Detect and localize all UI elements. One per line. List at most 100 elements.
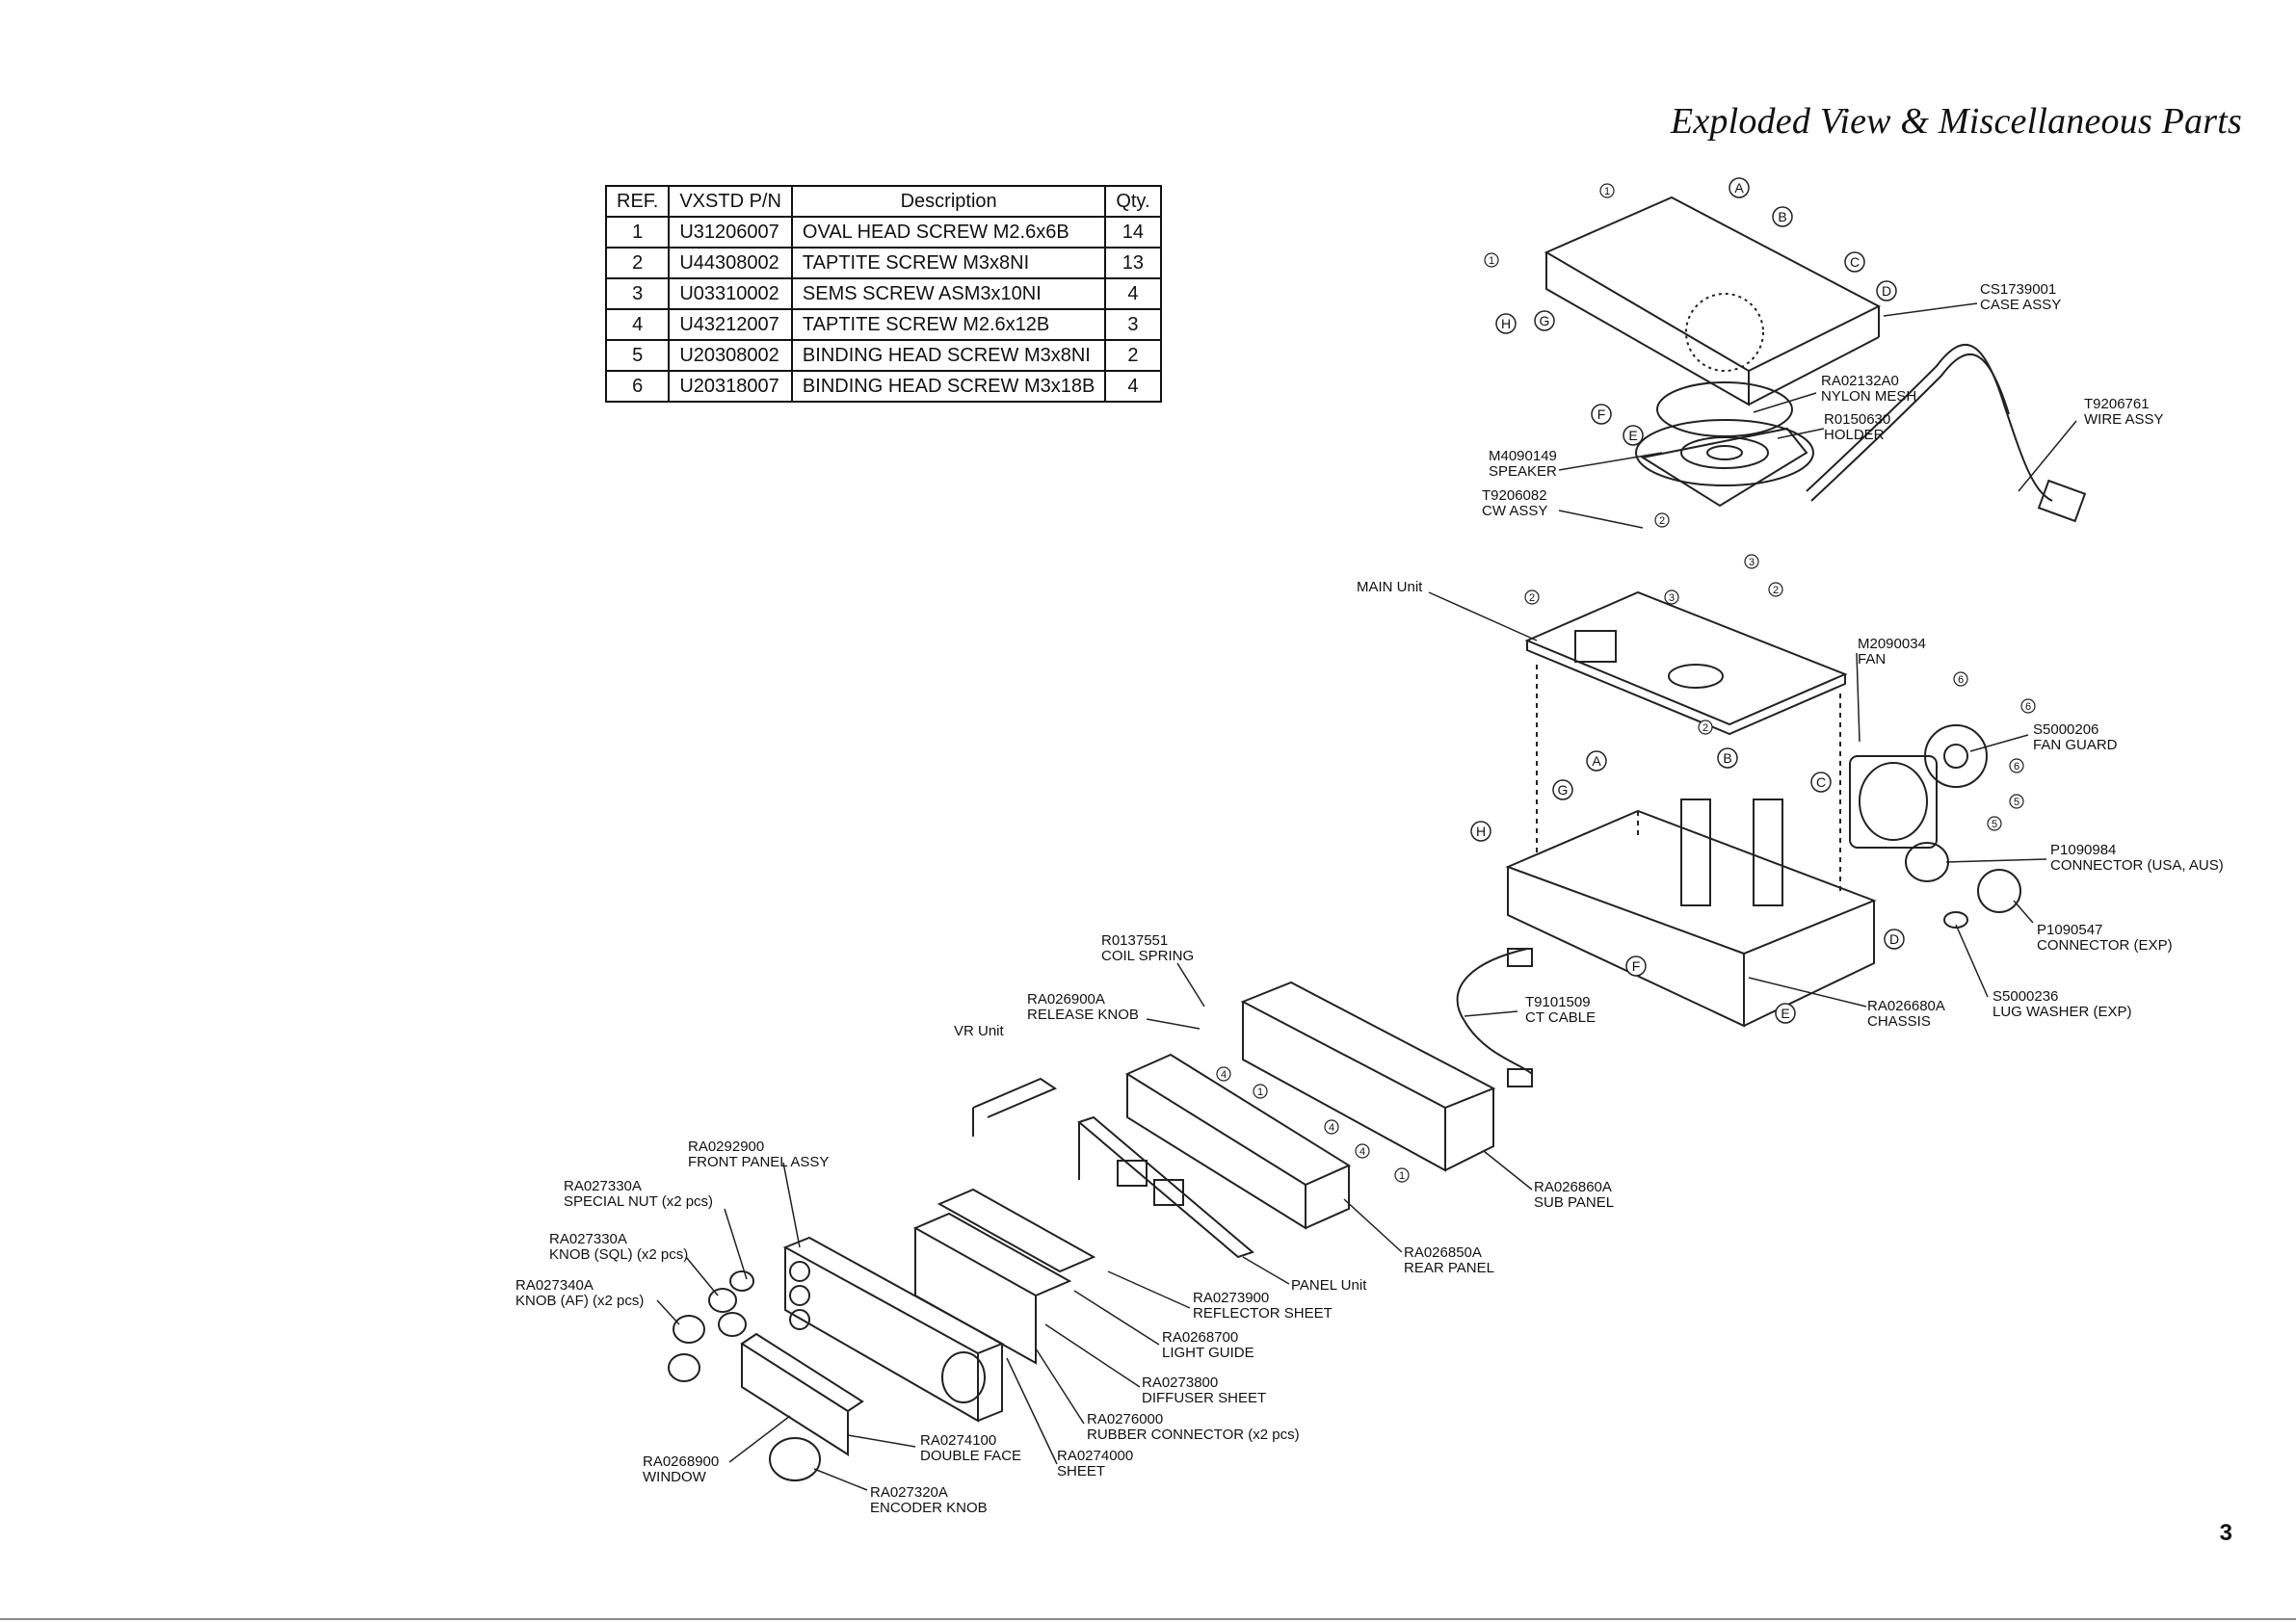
panel-unit-drawing — [1076, 1115, 1255, 1259]
marker-number-5: 5 5 — [1987, 794, 2024, 831]
svg-text:4: 4 — [1329, 1122, 1334, 1134]
svg-text:F: F — [1632, 958, 1641, 974]
svg-text:F: F — [1597, 406, 1606, 422]
marker-letter-B: B B — [1717, 206, 1793, 769]
svg-text:1: 1 — [1257, 1086, 1263, 1098]
svg-text:2: 2 — [1659, 515, 1665, 527]
marker-letter-G: G G — [1534, 310, 1573, 800]
svg-text:1: 1 — [1489, 255, 1494, 267]
front-panel-drawing — [782, 1236, 1005, 1423]
vr-unit-drawing — [972, 1077, 1058, 1137]
cell-pn: U43212007 — [668, 308, 793, 341]
cell-pn: U44308002 — [668, 247, 793, 279]
cell-pn: U20308002 — [668, 339, 793, 372]
cell-qty: 2 — [1104, 339, 1162, 372]
svg-text:6: 6 — [2014, 761, 2019, 772]
table-row: 4 U43212007 TAPTITE SCREW M2.6x12B 3 — [604, 308, 1162, 341]
table-row: 5 U20308002 BINDING HEAD SCREW M3x8NI 2 — [604, 339, 1162, 372]
bottom-rule — [0, 1618, 2296, 1620]
svg-text:3: 3 — [1749, 557, 1755, 568]
rear-panel-drawing — [1124, 1053, 1352, 1230]
svg-text:D: D — [1882, 283, 1891, 299]
window-drawing — [740, 1332, 864, 1456]
cell-ref: 5 — [604, 339, 671, 372]
svg-text:G: G — [1540, 313, 1550, 328]
case-assy-drawing — [1544, 196, 1882, 406]
svg-text:A: A — [1592, 753, 1601, 769]
svg-text:B: B — [1723, 750, 1731, 766]
svg-text:D: D — [1889, 931, 1899, 947]
table-row: 6 U20318007 BINDING HEAD SCREW M3x18B 4 — [604, 370, 1162, 403]
svg-text:5: 5 — [2014, 797, 2019, 808]
cell-ref: 6 — [604, 370, 671, 403]
parts-table: REF. VXSTD P/N Description Qty. 1 U31206… — [604, 185, 1162, 403]
svg-text:5: 5 — [1992, 819, 1997, 830]
svg-text:2: 2 — [1702, 722, 1708, 734]
sub-panel-drawing — [1240, 981, 1496, 1172]
callout-panel-unit: PANEL Unit — [1291, 1277, 1367, 1294]
ct-cable-drawing — [1456, 948, 1533, 1087]
svg-text:G: G — [1558, 782, 1569, 798]
page-title: Exploded View & Miscellaneous Parts — [1670, 101, 2242, 142]
marker-number-3: 3 3 — [1664, 554, 1759, 605]
svg-text:1: 1 — [1604, 186, 1610, 197]
marker-number-2: 2 2 2 2 — [1524, 512, 1783, 735]
svg-text:3: 3 — [1669, 592, 1675, 604]
cell-ref: 4 — [604, 308, 671, 341]
leader-lines — [656, 302, 2077, 1491]
svg-text:C: C — [1816, 774, 1826, 790]
svg-text:B: B — [1778, 209, 1786, 224]
marker-number-1: 1 1 1 1 — [1253, 183, 1615, 1183]
svg-text:6: 6 — [2025, 701, 2031, 713]
header-ref: REF. — [604, 185, 671, 218]
table-header-row: REF. VXSTD P/N Description Qty. — [604, 185, 1162, 218]
marker-number-6: 6 6 6 — [1953, 671, 2036, 773]
svg-text:4: 4 — [1221, 1069, 1227, 1081]
svg-text:H: H — [1476, 824, 1486, 839]
cell-description: SEMS SCREW ASM3x10NI — [790, 277, 1107, 310]
marker-letter-C: C C — [1810, 251, 1865, 793]
header-description: Description — [790, 185, 1107, 218]
table-row: 3 U03310002 SEMS SCREW ASM3x10NI 4 — [604, 277, 1162, 310]
page-number: 3 — [2219, 1520, 2232, 1546]
svg-text:E: E — [1628, 428, 1637, 443]
chassis-drawing — [1505, 665, 1877, 1028]
cell-qty: 4 — [1104, 277, 1162, 310]
svg-text:H: H — [1501, 316, 1511, 331]
cell-description: BINDING HEAD SCREW M3x18B — [790, 370, 1107, 403]
svg-text:4: 4 — [1359, 1146, 1365, 1158]
marker-letter-H: H H — [1470, 313, 1517, 842]
cell-ref: 1 — [604, 216, 671, 249]
knobs-drawing — [668, 1270, 821, 1481]
table-row: 2 U44308002 TAPTITE SCREW M3x8NI 13 — [604, 247, 1162, 279]
callout-main-unit: MAIN Unit — [1357, 579, 1423, 595]
cell-description: OVAL HEAD SCREW M2.6x6B — [790, 216, 1107, 249]
marker-letter-E: E E — [1623, 425, 1796, 1024]
svg-text:2: 2 — [1773, 585, 1779, 596]
svg-text:C: C — [1850, 254, 1860, 270]
marker-letter-D: D D — [1876, 280, 1905, 950]
marker-number-4: 4 4 4 — [1216, 1066, 1370, 1159]
cell-description: BINDING HEAD SCREW M3x8NI — [790, 339, 1107, 372]
header-pn: VXSTD P/N — [668, 185, 793, 218]
marker-letter-A: A A — [1586, 177, 1750, 772]
svg-text:6: 6 — [1958, 674, 1964, 686]
header-qty: Qty. — [1104, 185, 1162, 218]
